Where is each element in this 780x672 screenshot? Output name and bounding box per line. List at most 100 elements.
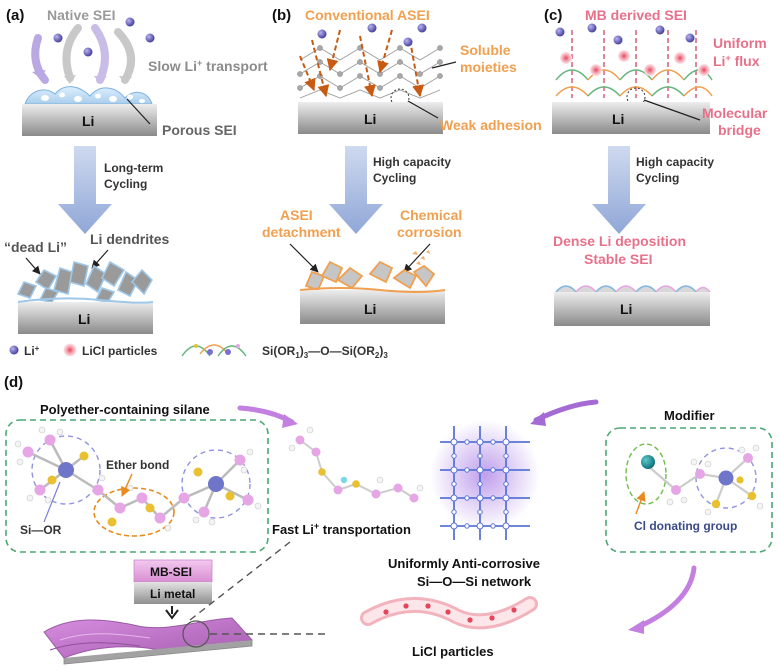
dead-li-pointer (25, 257, 41, 275)
corrosion-bits (412, 250, 430, 265)
ether-bond-ring (93, 487, 175, 537)
orange-dash-arrows (299, 29, 425, 98)
curved-arrows-a (31, 24, 136, 84)
li-block-bottom-a (18, 302, 153, 334)
li-label-bottom-c: Li (620, 301, 632, 317)
bridge-pointer (643, 99, 701, 121)
corrosion-line1: Chemical (400, 207, 462, 223)
porous-sei-label: Porous SEI (162, 122, 237, 138)
dendrites-pointer (91, 249, 109, 269)
corrosion-line2: corrosion (397, 224, 462, 240)
cl-group-label: Cl donating group (634, 519, 737, 533)
down-arrow-b (329, 146, 383, 234)
cycle-b-line2: Cycling (373, 171, 416, 185)
mb-arcs (555, 69, 713, 97)
modifier-si-ring (695, 447, 757, 509)
weak-adhesion-label: Weak adhesion (440, 117, 542, 133)
si-or-group-right (181, 449, 251, 519)
modifier-box (605, 427, 773, 553)
cycle-b-line1: High capacity (373, 155, 451, 169)
li-label-top-b: Li (364, 111, 376, 127)
li-metal-layer (134, 582, 212, 604)
li-block-bottom-c (554, 292, 710, 326)
licl-legend-icon (63, 343, 77, 357)
bridge-molecule-legend-icon (181, 344, 247, 357)
si-or-label: Si—OR (20, 523, 62, 537)
corrosion-pointer (403, 243, 431, 273)
legend: Li+ LiCl particles Si(OR1)3—O—Si(OR2)3 (9, 343, 388, 360)
li-label-top-a: Li (82, 113, 94, 129)
licl-dots-c (560, 50, 710, 76)
network-line2: Si—O—Si network (417, 574, 532, 589)
modifier-molecule (641, 444, 764, 516)
cycle-a-line2: Cycling (104, 177, 147, 191)
bridge-line2: bridge (718, 122, 761, 138)
licl-particles-label: LiCl particles (412, 644, 494, 659)
li-ions-c (555, 23, 695, 45)
stack-arrow (165, 606, 179, 620)
panel-a-title: Native SEI (47, 7, 115, 23)
panel-a-label: (a) (6, 7, 24, 24)
detach-line2: detachment (262, 224, 341, 240)
porous-pointer (126, 98, 151, 125)
li-ion-legend-icon (9, 345, 19, 355)
detached-asei (304, 260, 436, 292)
cycle-c-line2: Cycling (636, 171, 679, 185)
li-dendrites (16, 260, 153, 303)
soluble-line2: moieties (460, 59, 517, 75)
dense-deposition (555, 285, 711, 293)
cycle-c-line1: High capacity (636, 155, 714, 169)
panel-c-label: (c) (544, 7, 562, 24)
li-block-top-c (552, 102, 710, 134)
detach-line1: ASEI (280, 207, 313, 223)
silane-title: Polyether-containing silane (40, 402, 210, 417)
down-arrow-a (58, 146, 112, 234)
panel-c: (c) MB derived SEI (544, 7, 768, 326)
li-block-top-a (22, 104, 157, 136)
li-label-top-c: Li (612, 111, 624, 127)
licl-wave-tube (360, 596, 538, 630)
legend-licl: LiCl particles (82, 344, 158, 358)
zoom-line-upper (189, 541, 291, 621)
ether-pointer (121, 473, 133, 497)
li-ions-b (317, 23, 427, 47)
cl-group-ring (625, 443, 667, 505)
weak-pointer (407, 100, 439, 119)
dead-li-label: “dead Li” (4, 239, 67, 255)
li-label-bottom-a: Li (78, 311, 90, 327)
dendrites-label: Li dendrites (90, 231, 170, 247)
detach-pointer (289, 243, 319, 273)
panel-c-title: MB derived SEI (585, 7, 687, 23)
silane-molecule (14, 426, 262, 532)
si-or-pointer (43, 481, 61, 523)
legend-li-ion: Li+ (24, 344, 40, 358)
panel-d: (d) Polyether-containing silane (4, 374, 773, 665)
panel-b-label: (b) (272, 7, 291, 24)
molecular-bridge-circle (626, 87, 646, 107)
cl-pointer (635, 491, 646, 515)
li-block-bottom-b (300, 290, 445, 324)
si-o-si-network (430, 420, 540, 540)
flux-line2: Li+ flux (713, 53, 760, 69)
legend-si-formula: Si(OR1)3—O—Si(OR2)3 (262, 344, 388, 360)
down-arrow-c (592, 146, 646, 234)
li-label-bottom-b: Li (364, 301, 376, 317)
cycle-a-line1: Long-term (104, 161, 163, 175)
mb-sei-label: MB-SEI (150, 565, 192, 579)
curved-arrow-licl (633, 565, 697, 631)
panel-a: (a) Native SEI Li (4, 7, 268, 334)
ether-bond-label: Ether bond (106, 458, 169, 472)
soluble-line1: Soluble (460, 42, 511, 58)
slow-transport-label: Slow Li+ transport (148, 58, 268, 74)
si-or-group-left (31, 435, 101, 505)
network-line1: Uniformly Anti-corrosive (388, 556, 540, 571)
weak-adhesion-circle (390, 88, 410, 108)
fast-transport-label: Fast Li+ transportation (272, 521, 411, 537)
sei-pores (41, 92, 145, 103)
li-metal-label: Li metal (150, 587, 195, 601)
dense-line1: Dense Li deposition (553, 233, 686, 249)
bridge-line1: Molecular (702, 105, 768, 121)
zoom-circle (182, 620, 210, 648)
curved-arrow-modifier (533, 399, 599, 423)
